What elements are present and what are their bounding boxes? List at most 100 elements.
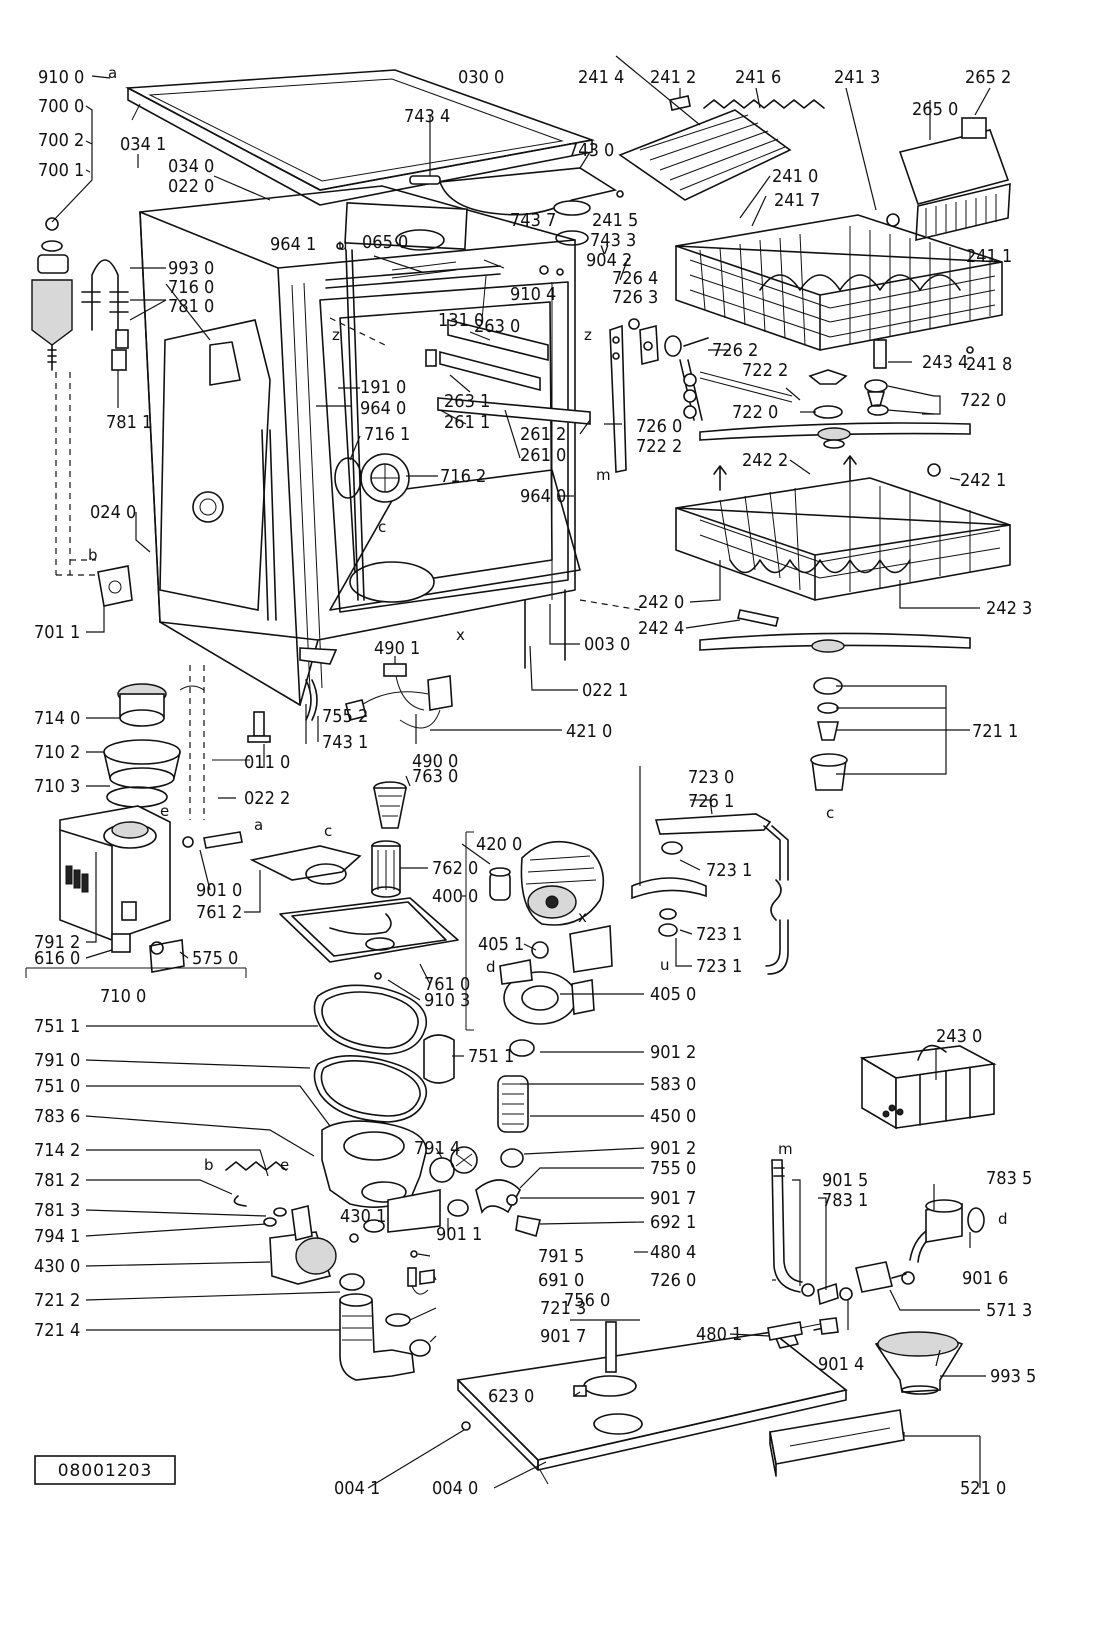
base-plate-drawing bbox=[456, 1321, 848, 1485]
part-label-901-2: 901 2 bbox=[650, 1042, 696, 1063]
part-label-763-0: 763 0 bbox=[412, 766, 458, 787]
drawing-code-box bbox=[34, 1455, 176, 1485]
part-label-405-0: 405 0 bbox=[650, 984, 696, 1005]
part-label-265-2: 265 2 bbox=[965, 67, 1011, 88]
part-label-710-0: 710 0 bbox=[100, 986, 146, 1007]
part-label-421-0: 421 0 bbox=[566, 721, 612, 742]
part-label-722-0: 722 0 bbox=[732, 402, 778, 423]
cabinet-drawing bbox=[139, 185, 591, 706]
part-label-243-0: 243 0 bbox=[936, 1026, 982, 1047]
part-label-901-2: 901 2 bbox=[650, 1138, 696, 1159]
part-label-901-7: 901 7 bbox=[650, 1188, 696, 1209]
part-label-755-0: 755 0 bbox=[650, 1158, 696, 1179]
part-label-241-8: 241 8 bbox=[966, 354, 1012, 375]
connection-marker-x: x bbox=[578, 908, 587, 926]
lower-basket-drawing bbox=[675, 455, 1011, 627]
connection-marker-b: b bbox=[204, 1156, 214, 1174]
illustration-layer bbox=[25, 69, 1011, 1485]
part-label-263-1: 263 1 bbox=[444, 391, 490, 412]
rear-pipe-drawing bbox=[767, 1159, 985, 1395]
guide-lines bbox=[179, 317, 641, 820]
connection-marker-u: u bbox=[338, 236, 348, 254]
part-label-726-3: 726 3 bbox=[612, 287, 658, 308]
circulation-pump-drawing bbox=[225, 1161, 431, 1381]
part-label-692-1: 692 1 bbox=[650, 1212, 696, 1233]
part-label-265-0: 265 0 bbox=[912, 99, 958, 120]
drain-pump-drawing bbox=[499, 959, 595, 1057]
part-label-781-1: 781 1 bbox=[106, 412, 152, 433]
part-label-430-0: 430 0 bbox=[34, 1256, 80, 1277]
part-label-241-6: 241 6 bbox=[735, 67, 781, 88]
part-label-762-0: 762 0 bbox=[432, 858, 478, 879]
connection-marker-z: z bbox=[332, 326, 340, 344]
connection-marker-e: e bbox=[160, 802, 169, 820]
part-label-242-4: 242 4 bbox=[638, 618, 684, 639]
part-label-691-0: 691 0 bbox=[538, 1270, 584, 1291]
connection-marker-d: d bbox=[486, 958, 496, 976]
thermostat-drawing bbox=[407, 1250, 435, 1295]
part-label-714-2: 714 2 bbox=[34, 1140, 80, 1161]
part-label-901-7: 901 7 bbox=[540, 1326, 586, 1347]
part-label-755-2: 755 2 bbox=[322, 706, 368, 727]
part-label-901-1: 901 1 bbox=[436, 1224, 482, 1245]
upper-spray-arm-drawing bbox=[699, 369, 971, 449]
part-label-710-3: 710 3 bbox=[34, 776, 80, 797]
wash-pipe-drawing bbox=[609, 318, 709, 473]
part-label-722-0: 722 0 bbox=[960, 390, 1006, 411]
connection-marker-d: d bbox=[998, 1210, 1008, 1228]
connection-marker-v: v bbox=[600, 240, 609, 258]
part-label-751-1: 751 1 bbox=[34, 1016, 80, 1037]
part-label-761-0: 761 0 bbox=[424, 974, 470, 995]
part-label-241-1: 241 1 bbox=[966, 246, 1012, 267]
part-label-743-7: 743 7 bbox=[510, 210, 556, 231]
part-label-261-2: 261 2 bbox=[520, 424, 566, 445]
part-label-723-1: 723 1 bbox=[696, 956, 742, 977]
connection-marker-m: m bbox=[778, 1140, 793, 1158]
part-label-716-1: 716 1 bbox=[364, 424, 410, 445]
part-label-420-0: 420 0 bbox=[476, 834, 522, 855]
part-label-756-0: 756 0 bbox=[564, 1290, 610, 1311]
part-label-261-0: 261 0 bbox=[520, 445, 566, 466]
part-label-743-1: 743 1 bbox=[322, 732, 368, 753]
part-label-480-1: 480 1 bbox=[696, 1324, 742, 1345]
part-label-480-4: 480 4 bbox=[650, 1242, 696, 1263]
part-label-993-5: 993 5 bbox=[990, 1366, 1036, 1387]
part-label-583-0: 583 0 bbox=[650, 1074, 696, 1095]
connection-marker-a: a bbox=[254, 816, 263, 834]
small-brackets-drawing bbox=[247, 647, 338, 743]
part-label-710-2: 710 2 bbox=[34, 742, 80, 763]
upper-supply-pipe-drawing bbox=[631, 813, 789, 975]
part-label-241-0: 241 0 bbox=[772, 166, 818, 187]
part-label-751-1: 751 1 bbox=[468, 1046, 514, 1067]
connection-marker-m: m bbox=[596, 466, 611, 484]
part-label-726-0: 726 0 bbox=[650, 1270, 696, 1291]
part-label-030-0: 030 0 bbox=[458, 67, 504, 88]
part-label-575-0: 575 0 bbox=[192, 948, 238, 969]
part-label-263-0: 263 0 bbox=[474, 316, 520, 337]
part-label-783-1: 783 1 bbox=[822, 1190, 868, 1211]
connection-marker-b: b bbox=[88, 546, 98, 564]
part-label-011-0: 011 0 bbox=[244, 752, 290, 773]
drawing-code: 08001203 bbox=[58, 1461, 153, 1481]
fine-filter-drawing bbox=[371, 781, 407, 898]
kickplate-drawing bbox=[769, 1409, 905, 1477]
part-label-571-3: 571 3 bbox=[986, 1300, 1032, 1321]
part-label-721-4: 721 4 bbox=[34, 1320, 80, 1341]
part-label-241-3: 241 3 bbox=[834, 67, 880, 88]
part-label-761-2: 761 2 bbox=[196, 902, 242, 923]
part-label-490-0: 490 0 bbox=[412, 751, 458, 772]
part-label-241-2: 241 2 bbox=[650, 67, 696, 88]
part-label-490-1: 490 1 bbox=[374, 638, 420, 659]
part-label-726-0: 726 0 bbox=[636, 416, 682, 437]
part-label-791-2: 791 2 bbox=[34, 932, 80, 953]
sump-gaskets-drawing bbox=[313, 984, 469, 1233]
part-label-726-2: 726 2 bbox=[712, 340, 758, 361]
part-label-910-3: 910 3 bbox=[424, 990, 470, 1011]
part-label-721-3: 721 3 bbox=[540, 1298, 586, 1319]
worktop-drawing bbox=[125, 69, 596, 206]
part-label-723-0: 723 0 bbox=[688, 767, 734, 788]
part-label-034-0: 034 0 bbox=[168, 156, 214, 177]
part-label-616-0: 616 0 bbox=[34, 948, 80, 969]
